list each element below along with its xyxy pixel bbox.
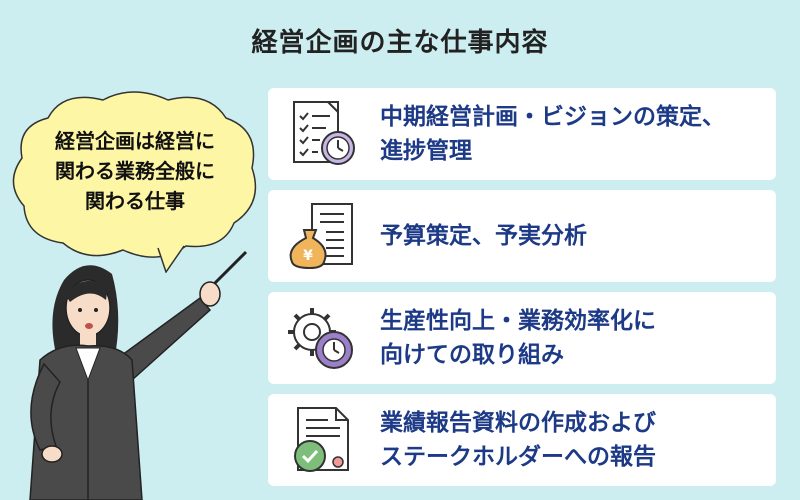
task-card-label: 中期経営計画・ビジョンの策定、 進捗管理 <box>380 104 725 164</box>
task-card-label: 予算策定、予実分析 <box>380 223 587 249</box>
gears-clock-icon <box>288 308 353 369</box>
task-card-budget: ¥ 予算策定、予実分析 <box>268 190 776 282</box>
speech-bubble-text: 経営企画は経営に 関わる業務全般に 関わる仕事 <box>55 129 215 213</box>
page-title: 経営企画の主な仕事内容 <box>251 28 549 58</box>
checklist-clock-icon <box>293 101 355 165</box>
task-card-label: 業績報告資料の作成および ステークホルダーへの報告 <box>380 410 656 470</box>
svg-text:¥: ¥ <box>303 248 313 264</box>
task-card-efficiency: 生産性向上・業務効率化に 向けての取り組み <box>268 292 776 384</box>
task-card-label: 生産性向上・業務効率化に 向けての取り組み <box>380 308 656 368</box>
pointer-stick <box>208 250 248 290</box>
task-card-plan: 中期経営計画・ビジョンの策定、 進捗管理 <box>268 88 776 180</box>
speech-bubble: 経営企画は経営に 関わる業務全般に 関わる仕事 <box>8 88 262 273</box>
task-card-report: 業績報告資料の作成および ステークホルダーへの報告 <box>268 394 776 486</box>
presenter-illustration <box>29 250 248 500</box>
document-check-icon <box>294 407 349 472</box>
speech-bubble-shape <box>12 91 257 273</box>
money-bag-document-icon: ¥ <box>289 203 353 270</box>
